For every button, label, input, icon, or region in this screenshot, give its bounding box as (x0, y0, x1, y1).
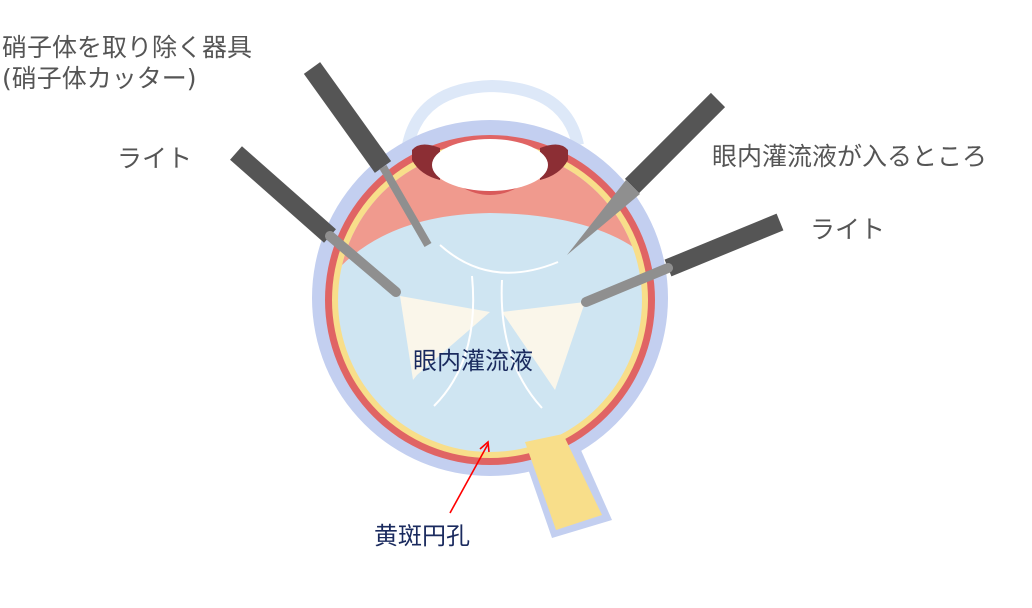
label-infusion-fluid: 眼内灌流液 (413, 347, 533, 375)
light-probe-left (230, 146, 401, 297)
label-vitreous-cutter: 硝子体を取り除く器具 (硝子体カッター) (2, 32, 252, 95)
vitreous-cutter (303, 62, 432, 247)
zonule-right (540, 144, 568, 180)
lens (432, 139, 548, 191)
zonule-left (412, 144, 440, 180)
label-infusion: 眼内灌流液が入るところ (712, 142, 988, 171)
vitreous-fibers (433, 244, 559, 409)
light-probe-right (581, 213, 784, 307)
infusion-cannula (567, 92, 726, 255)
label-cutter-line2: (硝子体カッター) (2, 64, 197, 94)
label-light-left: ライト (117, 144, 193, 173)
label-macular-hole: 黄斑円孔 (374, 522, 470, 550)
cornea (402, 79, 584, 147)
label-light-right: ライト (810, 215, 886, 244)
light-beam-right (502, 302, 585, 390)
label-cutter-line1: 硝子体を取り除く器具 (2, 33, 253, 62)
optic-nerve (525, 434, 602, 530)
light-beam-left (400, 296, 490, 380)
macular-hole-arrow (449, 440, 490, 514)
